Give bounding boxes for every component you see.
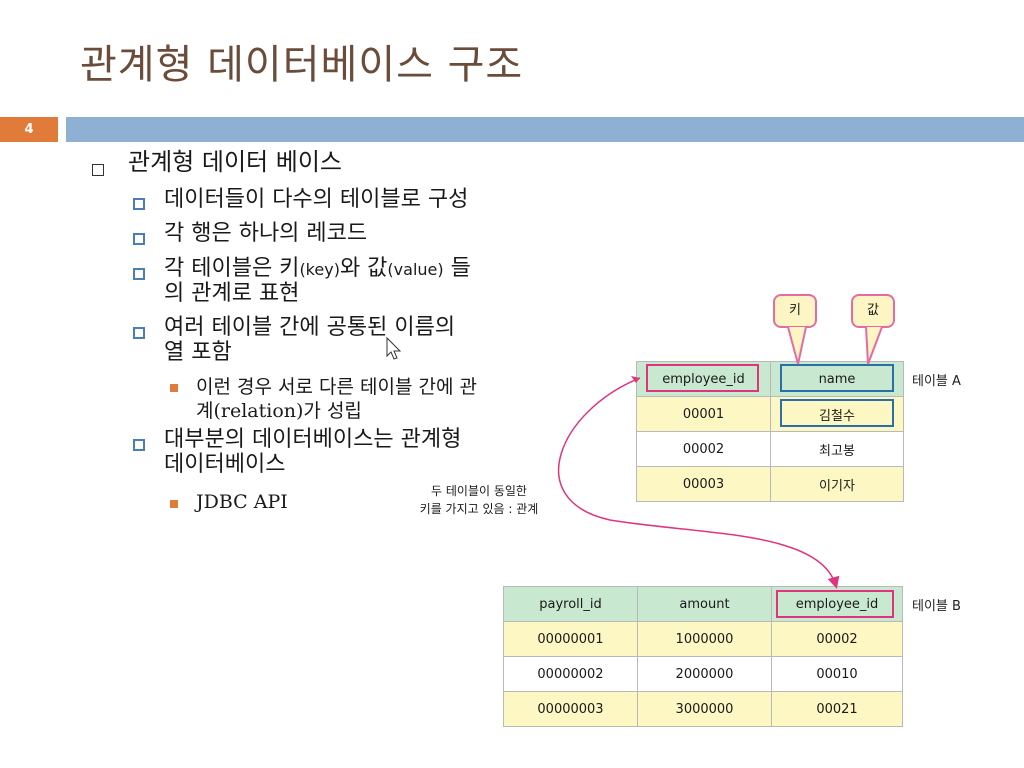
table-b-label: 테이블 B [912,599,961,614]
key-highlight [776,590,894,618]
relation-arrow [557,377,840,589]
text-run: (key) [299,260,340,279]
bullet-marker [133,268,145,280]
bullet-l2: 여러 테이블 간에 공통된 이름의 [164,315,456,340]
table-row: 00000002 2000000 00010 [503,656,903,692]
table-row: 00002 최고봉 [636,431,904,467]
table-cell: 최고봉 [770,431,904,467]
value-callout-pointer [865,326,883,365]
table-row: 00000003 3000000 00021 [503,691,903,727]
bullet-l2: 각 행은 하나의 레코드 [164,221,368,246]
bullet-marker [133,327,145,339]
bullet-marker [92,164,104,176]
bullet-l3: JDBC API [196,491,288,513]
table-cell: 00010 [771,656,903,692]
table-cell: 00003 [636,466,771,502]
note-line: 두 테이블이 동일한 [431,484,527,498]
table-cell: 00000002 [503,656,638,692]
bullet-l2-cont: 열 포함 [164,340,232,365]
table-row: 00000001 1000000 00002 [503,621,903,657]
relation-arrow-start [631,376,640,383]
bullet-marker [133,439,145,451]
relation-note: 두 테이블이 동일한 키를 가지고 있음 : 관계 [388,482,570,518]
slide-title: 관계형 데이터베이스 구조 [80,42,524,88]
value-highlight [780,399,894,427]
value-highlight [780,364,894,392]
text-run: (value) [387,260,444,279]
text-run: 와 값 [339,256,388,281]
table-cell: 2000000 [637,656,772,692]
table-cell: 00002 [636,431,771,467]
bullet-l2: 대부분의 데이터베이스는 관계형 [164,427,462,452]
bullet-marker [170,500,178,508]
header-bar [66,117,1024,142]
bullet-l2: 데이터들이 다수의 테이블로 구성 [164,187,469,212]
table-cell: 00000001 [503,621,638,657]
key-callout-pointer [787,326,807,365]
mouse-pointer-icon [386,336,402,360]
bullet-l2-cont: 의 관계로 표현 [164,281,300,306]
table-header: payroll_id [503,586,638,622]
table-a: employee_id name 00001 김철수 00002 최고봉 000… [636,361,904,502]
text-run: 각 테이블은 키 [164,256,300,281]
bullet-marker [133,198,145,210]
note-line: 키를 가지고 있음 : 관계 [419,502,539,516]
text-run: 들 [443,256,471,281]
table-b: payroll_id amount employee_id 00000001 1… [503,586,903,727]
table-cell: 00021 [771,691,903,727]
table-cell: 00002 [771,621,903,657]
bullet-l2-cont: 데이터베이스 [164,452,286,477]
bullet-marker [133,233,145,245]
table-cell: 3000000 [637,691,772,727]
table-a-label: 테이블 A [912,374,961,389]
table-row: 00001 김철수 [636,396,904,432]
bullet-l3-cont: 계(relation)가 성립 [196,400,362,422]
bullet-marker [170,384,178,392]
slide-number: 4 [0,117,58,142]
bullet-l2: 각 테이블은 키(key)와 값(value) 들 [164,257,564,282]
table-cell: 00000003 [503,691,638,727]
table-cell: 이기자 [770,466,904,502]
table-cell: 1000000 [637,621,772,657]
bullet-l1: 관계형 데이터 베이스 [128,148,342,176]
key-highlight [646,364,759,392]
bullet-l3: 이런 경우 서로 다른 테이블 간에 관 [196,376,477,398]
table-row: 00003 이기자 [636,466,904,502]
table-cell: 00001 [636,396,771,432]
table-header: amount [637,586,772,622]
